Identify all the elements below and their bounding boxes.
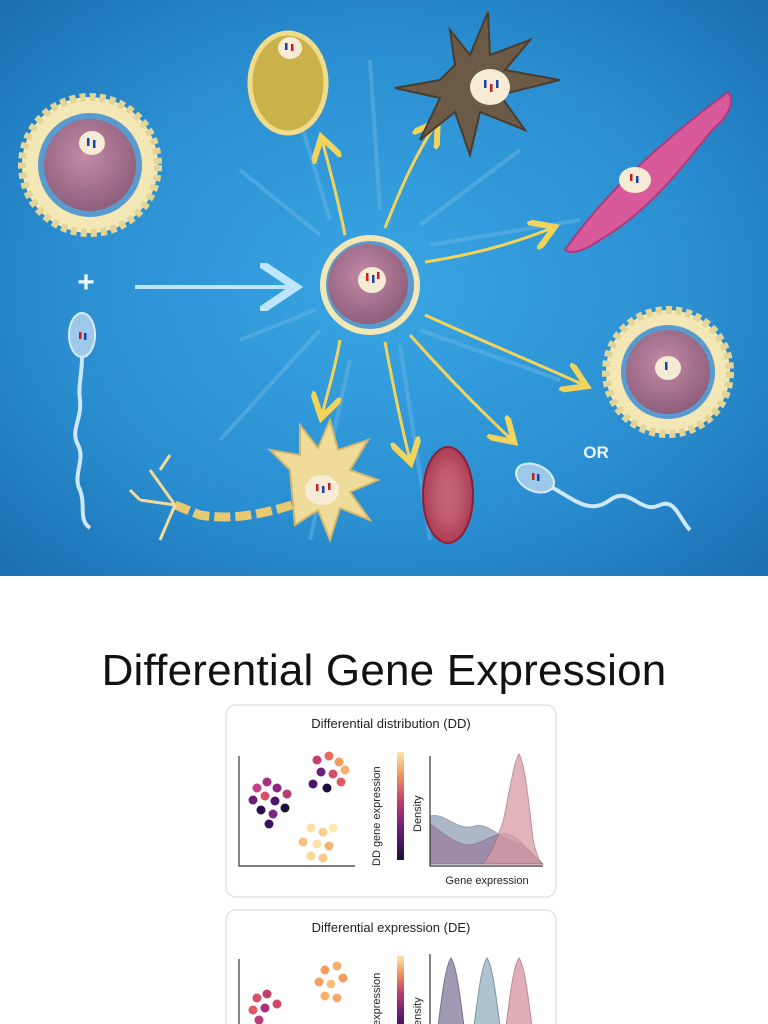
de-density-plot: [429, 954, 533, 1024]
panel-differential-distribution: Differential distribution (DD): [225, 704, 557, 898]
differentiation-arrows: [322, 124, 584, 460]
de-cluster-low: [248, 989, 282, 1024]
panel-de-title: Differential expression (DE): [312, 920, 471, 935]
cell-differentiation-illustration: +: [0, 0, 768, 576]
panel-dd-title: Differential distribution (DD): [311, 716, 470, 731]
dd-colorbar-label: DD gene expression: [371, 766, 383, 866]
plus-label: +: [77, 266, 95, 299]
dd-colorbar: [397, 752, 404, 860]
de-density-label: ensity: [412, 997, 424, 1024]
dd-density-label: Density: [412, 795, 424, 832]
dd-cluster-mixed: [308, 751, 350, 793]
neuron-cell: [128, 416, 381, 543]
panel-differential-expression: Differential expression (DE) expression …: [225, 909, 557, 1024]
or-label: OR: [583, 443, 609, 462]
dd-scatter-axes: [238, 756, 355, 867]
star-cell: [394, 11, 561, 159]
sperm-left: [68, 312, 96, 530]
panel-de-frame: [225, 909, 557, 1024]
dd-density-plot: [429, 753, 545, 867]
de-cluster-high: [314, 961, 348, 1003]
muscle-cell: [563, 90, 732, 253]
de-colorbar: [397, 956, 404, 1024]
egg-cell-right: [602, 306, 734, 438]
red-blood-cell: [422, 446, 474, 544]
dd-cluster-low: [248, 777, 292, 829]
fat-cell: [247, 30, 329, 136]
egg-cell-left: [18, 93, 162, 237]
dd-de-figure: Differential distribution (DD): [225, 704, 557, 1024]
dd-xaxis-label: Gene expression: [445, 875, 528, 887]
sperm-right: [515, 462, 692, 532]
de-colorbar-label: expression: [371, 973, 383, 1024]
zygote-center: [320, 235, 420, 335]
slide-title: Differential Gene Expression: [101, 646, 667, 695]
dd-cluster-high: [298, 823, 338, 863]
